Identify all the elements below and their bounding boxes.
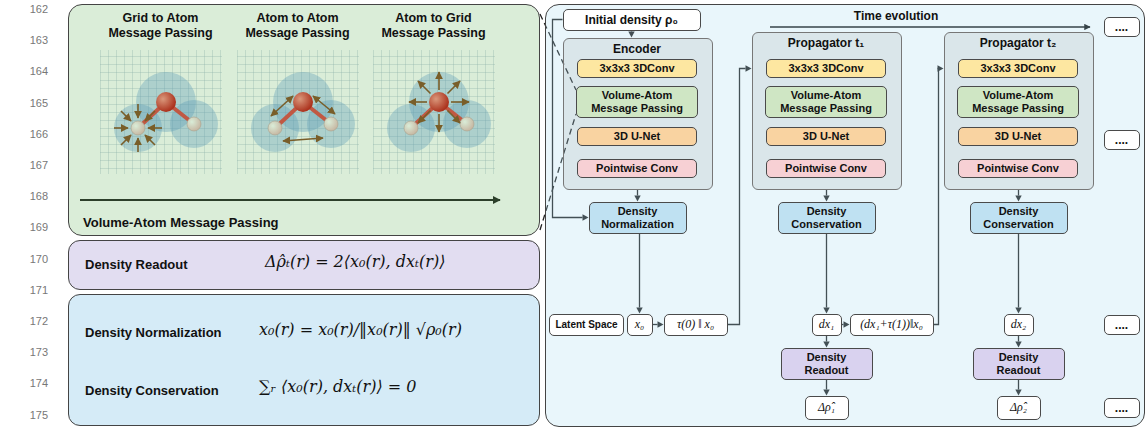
box-text: Pointwise Conv — [596, 162, 678, 175]
propagator-block: Propagator t₂ 3x3x3 3DConvVolume-Atom Mes… — [944, 32, 1094, 190]
label-text: Atom to Grid Message Passing — [376, 11, 491, 41]
conservation-box: Density Conservation — [970, 202, 1068, 234]
label-text: Propagator t₂ — [945, 36, 1092, 50]
ellipsis-box: .... — [1104, 398, 1140, 418]
line-number: 167 — [14, 159, 48, 171]
box-text: Δρ̂₁ — [818, 400, 835, 415]
readout-box: Density Readout — [973, 348, 1065, 380]
label-text: Atom to Atom Message Passing — [240, 11, 355, 41]
box-text: .... — [1115, 20, 1128, 34]
line-number: 162 — [14, 3, 48, 15]
ellipsis-box: .... — [1104, 315, 1140, 335]
box-text: 3x3x3 3DConv — [599, 62, 674, 75]
box-text: x₀ — [635, 317, 645, 332]
label-text: Time evolution — [816, 9, 976, 23]
conservation-box: Density Conservation — [778, 202, 876, 234]
box-text: Volume-Atom Message Passing — [770, 89, 882, 115]
conv-box: 3x3x3 3DConv — [766, 59, 886, 78]
box-text: 3x3x3 3DConv — [788, 62, 863, 75]
label-text: Volume-Atom Message Passing — [83, 215, 279, 230]
latent-box: dx₂ — [1004, 314, 1034, 336]
box-text: Density Readout — [786, 351, 868, 377]
label-text: Grid to Atom Message Passing — [103, 11, 218, 41]
box-text: Density Conservation — [975, 205, 1063, 231]
label-text: Encoder — [564, 42, 711, 56]
ellipsis-box: .... — [1104, 17, 1140, 37]
unet-box: 3D U-Net — [577, 127, 697, 146]
line-number: 165 — [14, 97, 48, 109]
label-text: x₀(r) = x₀(r)/‖x₀(r)‖ √ρ₀(r) — [259, 320, 462, 339]
box-text: 3D U-Net — [614, 130, 660, 143]
box-text: 3D U-Net — [803, 130, 849, 143]
box-text: dx₂ — [1011, 317, 1027, 332]
box-text: Volume-Atom Message Passing — [581, 89, 693, 115]
normalization-box: Density Normalization — [589, 202, 687, 234]
latent-box: (dx₁+τ(1))‖x₀ — [850, 314, 934, 336]
box-text: Pointwise Conv — [785, 162, 867, 175]
box-text: .... — [1115, 401, 1128, 415]
formula-panel: Density Readout Δρ̂ₜ(r) = 2⟨x₀(r), dxₜ(r)… — [68, 240, 540, 290]
label-text: Δρ̂ₜ(r) = 2⟨x₀(r), dxₜ(r)⟩ — [265, 252, 445, 271]
box-text: Volume-Atom Message Passing — [962, 89, 1074, 115]
detail-panel: Grid to Atom Message Passing Atom to Atom… — [68, 4, 540, 236]
line-number: 172 — [14, 315, 48, 327]
box-text: (dx₁+τ(1))‖x₀ — [860, 317, 923, 332]
box-text: Density Conservation — [783, 205, 871, 231]
line-number: 169 — [14, 221, 48, 233]
box-text: .... — [1115, 318, 1128, 332]
label-text: ∑ᵣ ⟨x₀(r), dxₜ(r)⟩ = 0 — [259, 377, 416, 396]
line-number: 163 — [14, 34, 48, 46]
pipeline-panel: Time evolution Initial density ρ₀ Encoder 3… — [545, 4, 1145, 427]
pointwise-box: Pointwise Conv — [766, 159, 886, 178]
propagator-block: Propagator t₁ 3x3x3 3DConvVolume-Atom Mes… — [752, 32, 902, 190]
message-passing-box: Volume-Atom Message Passing — [765, 86, 887, 118]
conv-box: 3x3x3 3DConv — [958, 59, 1078, 78]
latent-box: x₀ — [627, 314, 653, 336]
label-text: Density Normalization — [85, 325, 222, 340]
unet-box: 3D U-Net — [958, 127, 1078, 146]
conv-box: 3x3x3 3DConv — [577, 59, 697, 78]
latent-box: τ(0) ‖ x₀ — [664, 314, 728, 336]
box-text: dx₁ — [819, 317, 835, 332]
line-number: 173 — [14, 346, 48, 358]
box-text: Pointwise Conv — [977, 162, 1059, 175]
readout-box: Density Readout — [781, 348, 873, 380]
line-number: 175 — [14, 409, 48, 421]
box-text: Density Readout — [978, 351, 1060, 377]
latent-label-box: Latent Space — [549, 314, 624, 336]
box-text: .... — [1115, 133, 1128, 147]
box-text: 3D U-Net — [995, 130, 1041, 143]
output-box: Δρ̂₂ — [997, 396, 1041, 420]
line-number: 166 — [14, 128, 48, 140]
message-passing-box: Volume-Atom Message Passing — [957, 86, 1079, 118]
label-text: Density Conservation — [85, 383, 219, 398]
line-number: 171 — [14, 284, 48, 296]
output-box: Δρ̂₁ — [805, 396, 849, 420]
box-text: 3x3x3 3DConv — [980, 62, 1055, 75]
latent-box: dx₁ — [812, 314, 842, 336]
box-text: Density Normalization — [594, 205, 682, 231]
encoder-block: Encoder 3x3x3 3DConvVolume-Atom Message P… — [563, 38, 713, 190]
box-text: Initial density ρ₀ — [585, 13, 678, 27]
unet-box: 3D U-Net — [766, 127, 886, 146]
pointwise-box: Pointwise Conv — [958, 159, 1078, 178]
label-text: Density Readout — [85, 257, 188, 272]
formula-panel: Density Normalization x₀(r) = x₀(r)/‖x₀(r… — [68, 294, 540, 426]
box-text: Latent Space — [555, 319, 617, 330]
box-text: τ(0) ‖ x₀ — [677, 317, 714, 332]
message-passing-box: Volume-Atom Message Passing — [576, 86, 698, 118]
line-number: 174 — [14, 377, 48, 389]
label-text: Propagator t₁ — [753, 36, 900, 50]
ellipsis-box: .... — [1104, 130, 1140, 150]
input-box: Initial density ρ₀ — [563, 9, 701, 31]
line-number: 168 — [14, 190, 48, 202]
pointwise-box: Pointwise Conv — [577, 159, 697, 178]
line-number: 170 — [14, 253, 48, 265]
line-number: 164 — [14, 65, 48, 77]
box-text: Δρ̂₂ — [1010, 400, 1027, 415]
